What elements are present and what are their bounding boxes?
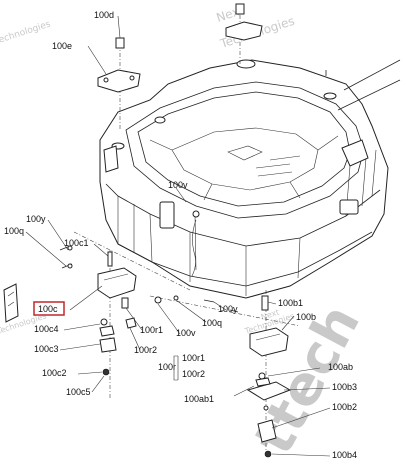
label-100r2-right: 100r2 (182, 369, 205, 379)
label-100c1: 100c1 (64, 238, 89, 248)
top-mount-hardware (97, 3, 327, 130)
label-100ab: 100ab (328, 362, 353, 372)
left-bracket-assembly (3, 231, 191, 400)
label-100c2: 100c2 (42, 368, 67, 378)
label-100b3: 100b3 (332, 382, 357, 392)
label-100r1-left: 100r1 (140, 325, 163, 335)
storage-box (99, 59, 401, 299)
label-100c5: 100c5 (66, 387, 91, 397)
highlight-box-100c (33, 301, 65, 316)
leader-lines (25, 15, 331, 457)
label-100d: 100d (94, 10, 114, 20)
label-100y: 100y (26, 214, 46, 224)
label-100y-right: 100y (218, 304, 238, 314)
right-bracket-assembly (246, 290, 292, 458)
label-100v-top: 100v (168, 180, 188, 190)
label-100q-left: 100q (4, 226, 24, 236)
callout-labels: 100d 100e 100y 100q 100c1 100c 100c4 100… (4, 10, 357, 460)
label-100r2-left: 100r2 (134, 345, 157, 355)
label-100q-mid: 100q (202, 318, 222, 328)
label-100r1-right: 100r1 (182, 353, 205, 363)
label-100b4: 100b4 (332, 450, 357, 460)
label-100b2: 100b2 (332, 402, 357, 412)
label-100c3: 100c3 (34, 344, 59, 354)
label-100c: 100c (38, 304, 58, 314)
label-100ab1: 100ab1 (184, 394, 214, 404)
label-100e: 100e (52, 41, 72, 51)
label-100b1: 100b1 (278, 298, 303, 308)
watermark-tagline-left: Technologies (0, 19, 52, 47)
label-100v-left: 100v (176, 328, 196, 338)
label-100r: 100r (158, 362, 176, 372)
label-100b: 100b (296, 312, 316, 322)
middle-fasteners (121, 295, 301, 329)
label-100c4: 100c4 (34, 324, 59, 334)
